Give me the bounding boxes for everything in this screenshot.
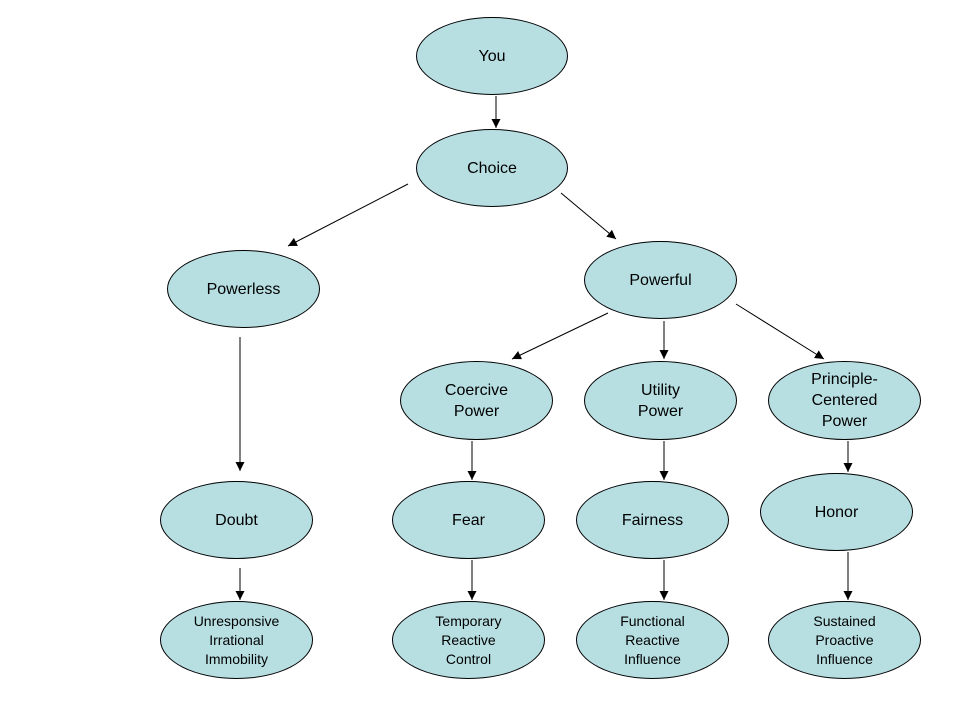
node-doubt: Doubt	[160, 481, 313, 559]
node-temporary-reactive-control: Temporary Reactive Control	[392, 601, 545, 679]
node-utility-power: Utility Power	[584, 361, 737, 440]
node-you: You	[416, 17, 568, 95]
node-principle-centered-power: Principle- Centered Power	[768, 361, 921, 440]
node-coercive-power: Coercive Power	[400, 361, 553, 440]
arrow-choice-to-powerful	[560, 192, 617, 240]
arrow-powerful-to-coercive-power	[511, 312, 609, 360]
node-functional-reactive-influence: Functional Reactive Influence	[576, 601, 729, 679]
node-unresponsive-irrational-immobility: Unresponsive Irrational Immobility	[160, 601, 313, 679]
arrow-powerful-to-principle-centered-power	[735, 303, 825, 360]
node-sustained-proactive-influence: Sustained Proactive Influence	[768, 601, 921, 679]
node-powerful: Powerful	[584, 241, 737, 319]
node-powerless: Powerless	[167, 250, 320, 328]
arrow-choice-to-powerless	[287, 183, 409, 247]
node-fear: Fear	[392, 481, 545, 559]
node-honor: Honor	[760, 473, 913, 551]
node-choice: Choice	[416, 129, 568, 207]
node-fairness: Fairness	[576, 481, 729, 559]
